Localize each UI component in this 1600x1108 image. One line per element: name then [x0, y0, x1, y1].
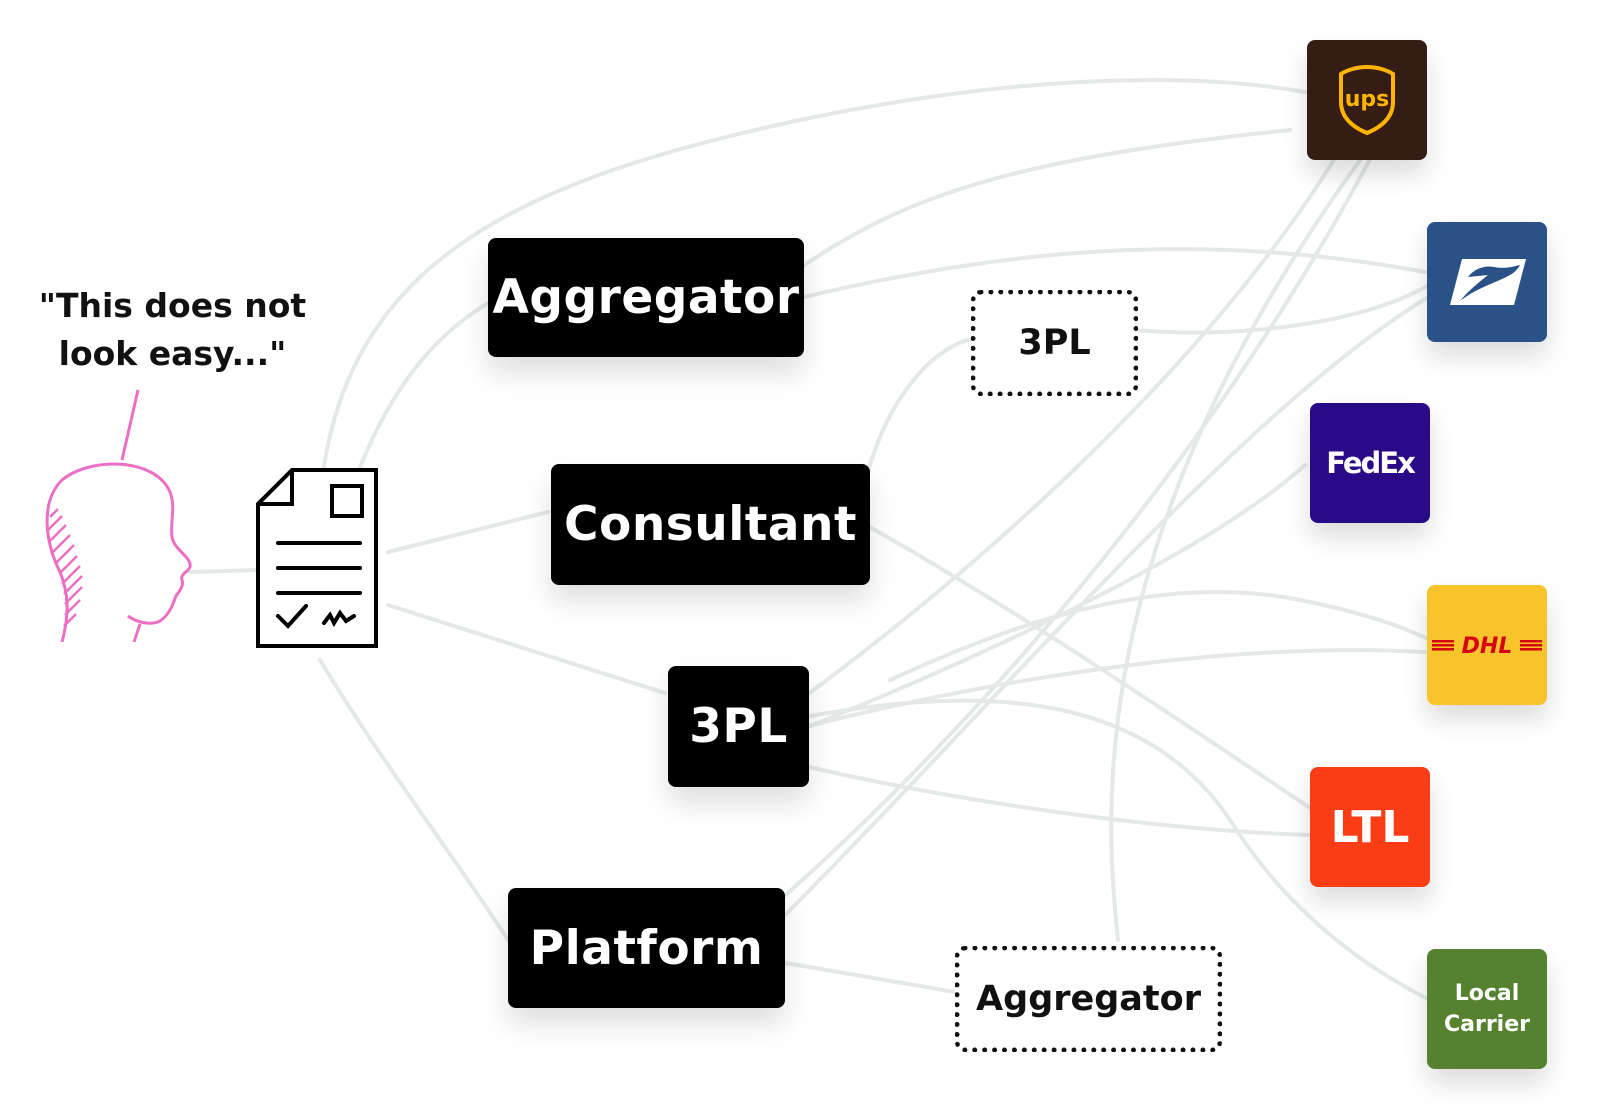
contract-document-icon [256, 468, 378, 648]
threepl-label: 3PL [689, 699, 788, 754]
ups-logo: ups [1307, 40, 1427, 160]
aggregator-dashed-label: Aggregator [976, 979, 1201, 1019]
consultant-box: Consultant [551, 464, 870, 585]
threepl-dashed-box: 3PL [971, 290, 1138, 396]
usps-logo [1427, 222, 1547, 342]
quote-line-1: "This does not [38, 286, 307, 325]
dhl-stripes-icon: DHL [1432, 634, 1542, 659]
usps-eagle-icon [1450, 259, 1526, 305]
ltl-logo: LTL [1310, 767, 1430, 887]
consultant-label: Consultant [564, 497, 857, 552]
threepl-dashed-label: 3PL [1018, 323, 1091, 363]
ups-shield-icon: ups [1339, 64, 1395, 136]
speech-quote: "This does not look easy..." [30, 282, 315, 378]
local-carrier-logo: Local Carrier [1427, 949, 1547, 1069]
local-carrier-line-1: Local [1454, 981, 1520, 1006]
aggregator-dashed-box: Aggregator [955, 946, 1222, 1052]
aggregator-box: Aggregator [488, 238, 804, 357]
aggregator-label: Aggregator [492, 270, 800, 325]
platform-label: Platform [529, 920, 764, 976]
person-head-icon [45, 389, 192, 642]
local-carrier-line-2: Carrier [1443, 1012, 1530, 1037]
threepl-box: 3PL [668, 666, 809, 787]
dhl-logo: DHL [1427, 585, 1547, 705]
fedex-text: FedEx [1326, 446, 1416, 480]
ltl-text: LTL [1330, 801, 1410, 853]
quote-line-2: look easy..." [58, 334, 287, 373]
fedex-logo: FedEx [1310, 403, 1430, 523]
dhl-text: DHL [1462, 634, 1513, 659]
ups-text: ups [1345, 87, 1390, 112]
platform-box: Platform [508, 888, 785, 1008]
